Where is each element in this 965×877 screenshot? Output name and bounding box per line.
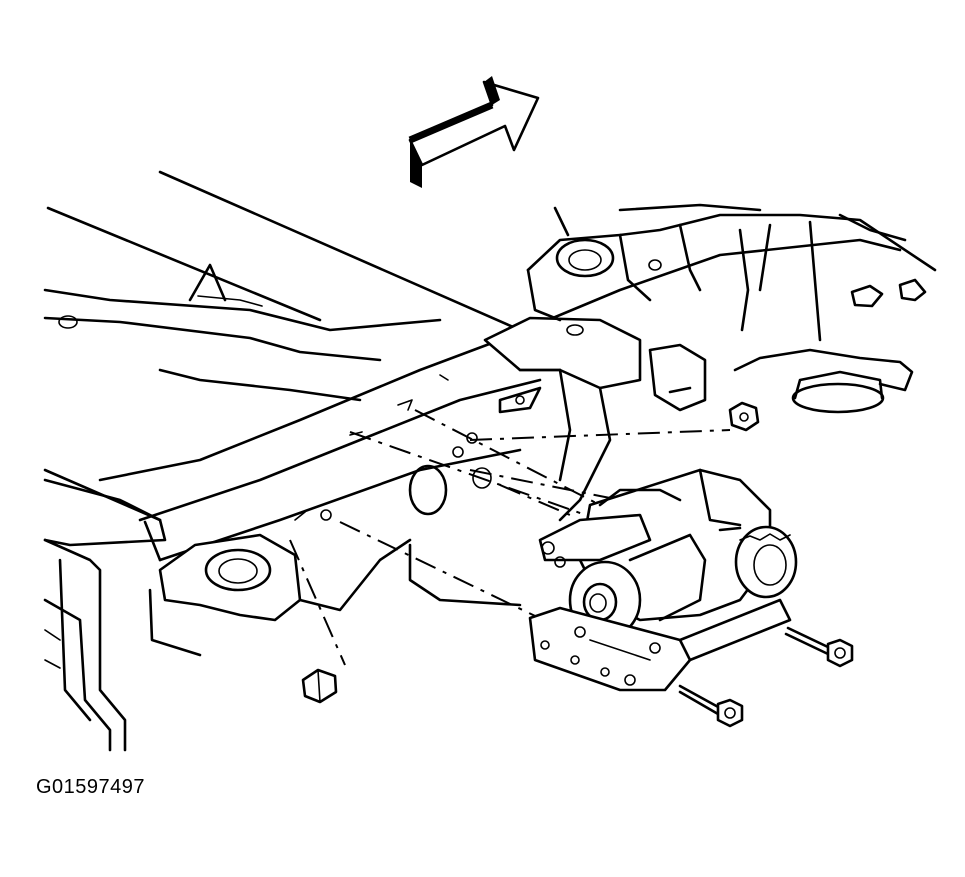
- left-cross-member: [43, 263, 442, 402]
- forward-arrow-icon: [408, 76, 540, 188]
- upper-right-frame-section: [526, 203, 937, 414]
- nut-icon: [728, 401, 760, 432]
- retainer-clip-icon: [301, 668, 338, 704]
- motor-assembly: [538, 468, 798, 640]
- mounting-bracket-plate: [528, 598, 792, 692]
- bolt-icon: [784, 626, 854, 668]
- figure-code-label: G01597497: [36, 776, 146, 798]
- lower-left-mount-boss: [148, 533, 522, 657]
- lower-left-frame-rail: [43, 478, 167, 752]
- upper-mount-bracket: [452, 316, 642, 522]
- alignment-dash-lines: [289, 409, 731, 666]
- bolt-icon: [678, 684, 744, 728]
